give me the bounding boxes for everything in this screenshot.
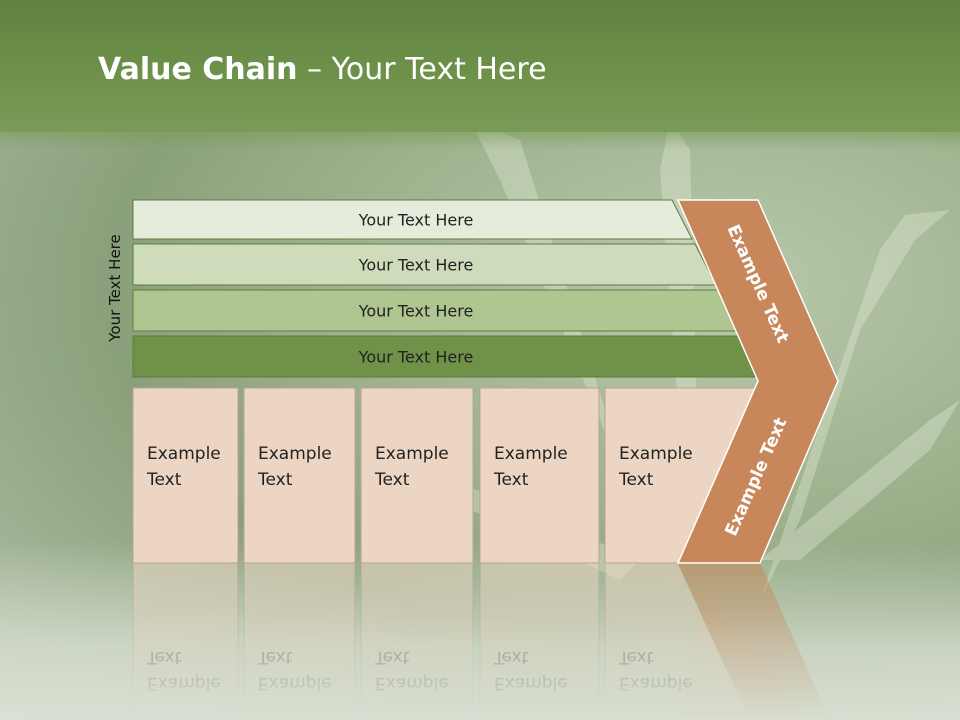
primary-activity-box [479,387,600,564]
reflected-label: Example Text [257,647,332,693]
header-fade [0,120,960,150]
reflected-label: Example Text [146,647,221,693]
margin-chevron [676,199,839,564]
reflected-label-text: Example [258,673,332,693]
primary-activity-label: Example [258,444,332,464]
title-rest: – Your Text Here [297,52,547,87]
page-title: Value Chain – Your Text Here [98,52,547,87]
title-bold: Value Chain [98,52,298,87]
primary-activity-label: Example [147,444,221,464]
reflected-label-text: Text [374,647,410,667]
support-activity-label: Your Text Here [358,348,474,367]
reflected-label-text: Example [494,673,568,693]
reflected-label: Example Text [618,647,693,693]
reflection: ExampleTextExampleTextExampleTextExample… [132,562,830,720]
primary-activity-label: Text [146,470,182,490]
reflected-label: Example Text [493,647,568,693]
reflected-label-text: Text [618,647,654,667]
primary-activity-label: Example [494,444,568,464]
primary-activity-label: Example [375,444,449,464]
support-activity-label: Your Text Here [358,256,474,275]
primary-activity-box [360,387,474,564]
reflected-label-text: Text [146,647,182,667]
reflected-label-text: Text [257,647,293,667]
primary-activity-box [132,387,239,564]
reflected-label-text: Example [619,673,693,693]
reflected-label: Example Text [374,647,449,693]
primary-activity-label: Text [257,470,293,490]
reflected-label-text: Example [375,673,449,693]
primary-activity-label: Text [618,470,654,490]
reflected-label-text: Example [147,673,221,693]
header-bar [0,0,960,132]
reflected-label-text: Text [493,647,529,667]
primary-activity-label: Text [374,470,410,490]
primary-activity-box [243,387,356,564]
primary-activity-label: Text [493,470,529,490]
support-activity-band [132,199,693,240]
support-activity-label: Your Text Here [358,211,474,230]
support-activity-label: Your Text Here [358,302,474,321]
primary-activity-label: Example [619,444,693,464]
